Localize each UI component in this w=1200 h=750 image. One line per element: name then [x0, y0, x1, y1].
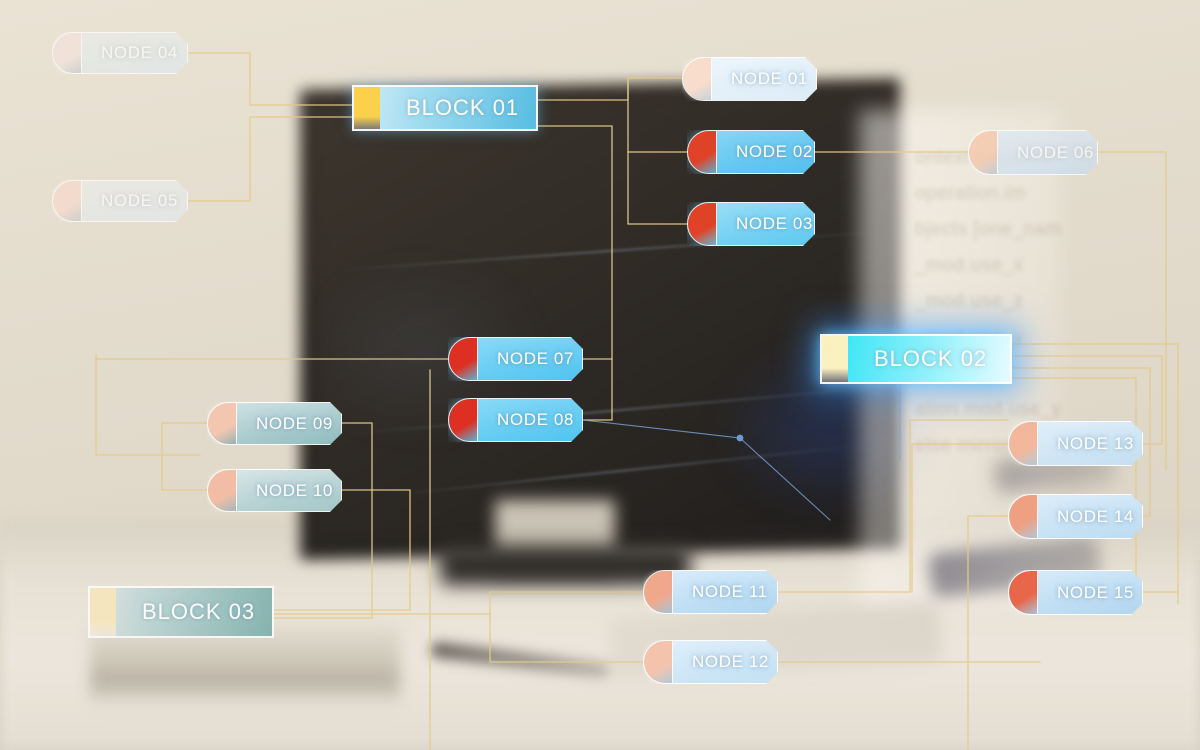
node-card-node-05[interactable]: NODE 05 — [52, 180, 188, 222]
block-label: BLOCK 01 — [406, 95, 520, 120]
node-status-cap — [449, 338, 478, 380]
node-card-node-07[interactable]: NODE 07 — [448, 337, 583, 381]
connector-wire — [1011, 343, 1179, 605]
node-card-node-14[interactable]: NODE 14 — [1008, 494, 1143, 539]
node-card-node-12[interactable]: NODE 12 — [643, 640, 778, 684]
node-status-cap — [208, 470, 237, 511]
node-card-node-03[interactable]: NODE 03 — [687, 202, 815, 246]
connector-wire — [777, 419, 1009, 593]
node-label: NODE 03 — [736, 214, 813, 233]
node-status-cap — [969, 131, 998, 174]
node-status-cap — [683, 58, 712, 100]
connector-wire — [273, 489, 411, 611]
node-status-cap — [688, 131, 717, 173]
connector-wire — [187, 52, 353, 106]
node-label: NODE 15 — [1057, 582, 1134, 602]
node-label: NODE 13 — [1057, 433, 1134, 453]
node-label: NODE 04 — [101, 43, 178, 62]
block-accent-bar — [90, 588, 116, 636]
node-status-cap — [53, 181, 82, 221]
node-card-node-09[interactable]: NODE 09 — [207, 402, 342, 445]
block-label: BLOCK 02 — [874, 346, 988, 371]
node-card-node-04[interactable]: NODE 04 — [52, 32, 188, 74]
node-label: NODE 14 — [1057, 506, 1134, 526]
block-card-block-03[interactable]: BLOCK 03 — [88, 586, 274, 638]
node-status-cap — [1009, 571, 1038, 614]
node-card-node-06[interactable]: NODE 06 — [968, 130, 1098, 175]
connector-wire — [1011, 367, 1151, 517]
connector-wire — [1011, 377, 1144, 593]
connector-wire-blue — [739, 437, 831, 521]
node-status-cap — [688, 203, 717, 245]
block-card-block-02[interactable]: BLOCK 02 — [820, 334, 1012, 384]
connector-wire — [1097, 151, 1167, 471]
connector-wire — [1011, 355, 1163, 445]
node-label: NODE 12 — [692, 652, 769, 671]
node-status-cap — [644, 571, 673, 613]
connector-wire — [967, 515, 1009, 750]
node-label: NODE 11 — [692, 582, 768, 601]
block-body — [848, 336, 1010, 382]
connector-wire — [273, 591, 644, 615]
block-body — [116, 588, 272, 636]
node-label: NODE 10 — [256, 480, 333, 500]
connector-wire — [273, 422, 373, 619]
connector-wire — [627, 77, 688, 153]
connector-wire — [537, 77, 683, 101]
connector-wire — [95, 354, 201, 456]
connector-wire — [537, 125, 613, 421]
block-accent-bar — [822, 336, 848, 382]
node-status-cap — [449, 399, 478, 441]
block-card-block-01[interactable]: BLOCK 01 — [352, 85, 538, 131]
node-status-cap — [208, 403, 237, 444]
node-label: NODE 01 — [731, 69, 808, 88]
connector-wire — [627, 151, 688, 225]
block-body — [380, 87, 536, 129]
connector-junction-dot — [736, 434, 744, 442]
connector-wire — [161, 422, 208, 491]
node-status-cap — [1009, 422, 1038, 465]
node-card-node-08[interactable]: NODE 08 — [448, 398, 583, 442]
connector-wire — [911, 443, 1009, 593]
desk-notebook — [90, 625, 400, 705]
connector-wire — [187, 116, 353, 202]
node-card-node-02[interactable]: NODE 02 — [687, 130, 815, 174]
block-label: BLOCK 03 — [142, 599, 256, 624]
node-label: NODE 09 — [256, 413, 333, 433]
node-label: NODE 08 — [497, 410, 574, 429]
node-label: NODE 07 — [497, 349, 574, 368]
node-card-node-11[interactable]: NODE 11 — [643, 570, 778, 614]
connector-wire — [489, 613, 644, 663]
node-status-cap — [644, 641, 673, 683]
node-status-cap — [1009, 495, 1038, 538]
node-label: NODE 02 — [736, 142, 813, 161]
node-card-node-10[interactable]: NODE 10 — [207, 469, 342, 512]
node-label: NODE 05 — [101, 191, 178, 210]
node-card-node-13[interactable]: NODE 13 — [1008, 421, 1143, 466]
node-card-node-01[interactable]: NODE 01 — [682, 57, 817, 101]
connector-wire-blue — [582, 419, 741, 439]
node-card-node-15[interactable]: NODE 15 — [1008, 570, 1143, 615]
node-status-cap — [53, 33, 82, 73]
block-accent-bar — [354, 87, 380, 129]
node-label: NODE 06 — [1017, 142, 1094, 162]
